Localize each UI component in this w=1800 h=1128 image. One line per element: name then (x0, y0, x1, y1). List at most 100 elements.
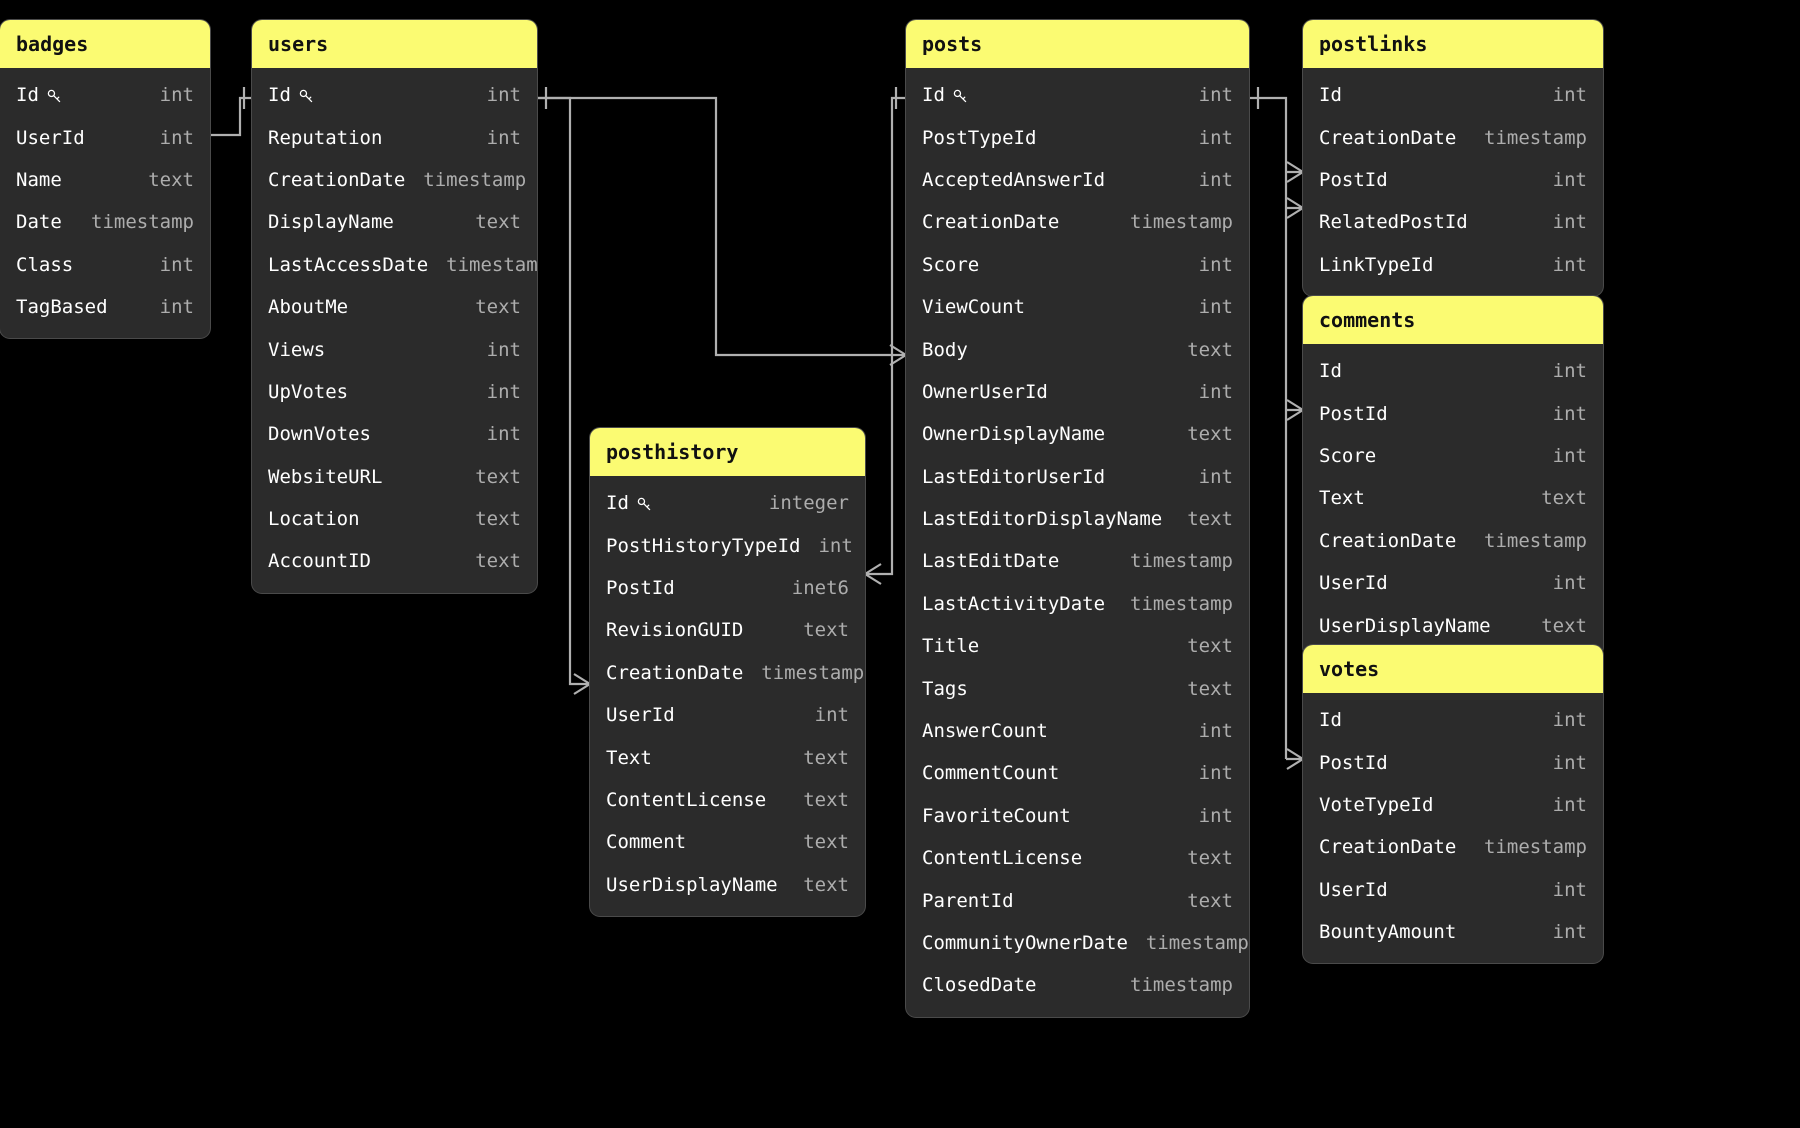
table-title-badges[interactable]: badges (0, 20, 210, 68)
table-title-votes[interactable]: votes (1303, 645, 1603, 693)
field-row[interactable]: LastAccessDatetimestamp (252, 244, 537, 286)
field-type: int (159, 296, 194, 319)
field-name: Views (268, 338, 326, 361)
field-name-wrapper: ClosedDate (922, 974, 1036, 996)
field-type: int (1552, 444, 1587, 467)
table-title-posthistory[interactable]: posthistory (590, 428, 865, 476)
field-type: text (803, 619, 849, 642)
field-type: timestamp (1130, 592, 1233, 615)
field-type: int (1552, 709, 1587, 732)
field-name: UserDisplayName (606, 873, 778, 896)
table-title-postlinks[interactable]: postlinks (1303, 20, 1603, 68)
table-title-users[interactable]: users (252, 20, 537, 68)
field-name-wrapper: CreationDate (1319, 836, 1456, 858)
field-name: OwnerDisplayName (922, 423, 1106, 446)
field-name: CreationDate (922, 211, 1060, 234)
field-type: int (1552, 793, 1587, 816)
field-name-wrapper: UserId (1319, 879, 1388, 901)
field-name: UserId (606, 704, 675, 727)
table-title-comments[interactable]: comments (1303, 296, 1603, 344)
field-type: timestamp (1130, 550, 1233, 573)
field-name: Id (16, 84, 39, 107)
field-name-wrapper: CommentCount (922, 762, 1059, 784)
field-name: Reputation (268, 126, 383, 149)
table-title-posts[interactable]: posts (906, 20, 1249, 68)
